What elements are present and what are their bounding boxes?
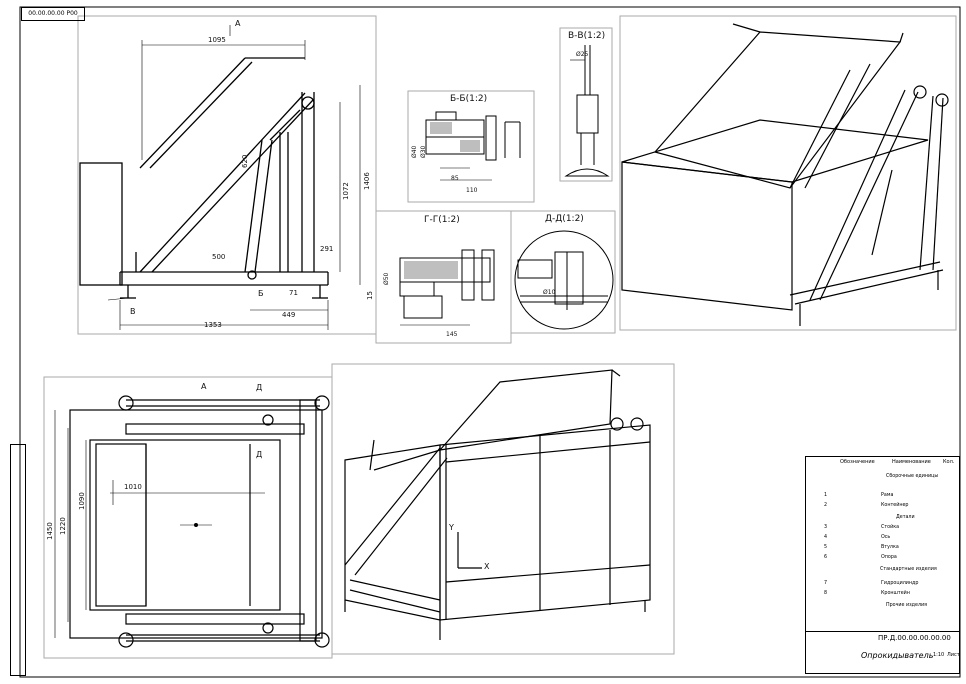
- tb-header-name: Обозначение: [840, 459, 875, 465]
- section-gg-drawing: [399, 249, 495, 326]
- mark-b: Б: [258, 289, 264, 298]
- tb-row-pos: 5: [824, 545, 828, 550]
- tb-row-pos: 6: [824, 555, 828, 560]
- section-mark-a: A: [235, 19, 241, 28]
- plan-dim-inner: 1010: [124, 483, 142, 491]
- dim-base-right: 449: [282, 311, 296, 319]
- section-gg-w1: 145: [446, 331, 458, 338]
- drawing-title: Опрокидыватель: [861, 651, 934, 660]
- section-bb-w2: 110: [466, 187, 478, 194]
- section-vv-title: В-В(1:2): [568, 31, 606, 41]
- plan-dim-left-mid: 1220: [59, 517, 67, 535]
- tb-section-other: Прочие изделия: [886, 603, 928, 608]
- plan-dim-left-inner: 1090: [78, 492, 86, 510]
- tb-row-desc: Контейнер: [881, 503, 909, 508]
- mark-v: В: [130, 307, 136, 316]
- dim-bottom: 1353: [204, 321, 222, 329]
- section-bb-w1: 85: [451, 175, 459, 182]
- tb-row-desc: Стойка: [881, 525, 900, 530]
- plan-view-dims: [54, 410, 265, 638]
- side-view: [79, 57, 329, 299]
- section-dd-drawing: [514, 230, 614, 330]
- tb-section-assembly: Сборочные единицы: [886, 474, 939, 479]
- dim-mid: 500: [212, 253, 226, 261]
- tb-sheet: Лист: [947, 652, 960, 658]
- section-bb-d2: Ø30: [420, 145, 427, 158]
- section-gg-d1: Ø50: [383, 272, 390, 285]
- dim-small-c: 15: [366, 291, 374, 300]
- isometric-view: [621, 23, 949, 326]
- tb-scale: 1:10: [933, 652, 945, 658]
- dim-small-b: 71: [289, 289, 298, 297]
- tb-header-qty: Кол.: [943, 459, 955, 465]
- tb-row-desc: Рама: [881, 493, 894, 498]
- drawing-code: ПР.Д.00.00.00.00.00: [878, 634, 951, 642]
- section-bb-d1: Ø40: [411, 145, 418, 158]
- section-bb-drawing: [425, 111, 521, 181]
- tb-row-pos: 2: [824, 503, 828, 508]
- axis-x: X: [484, 562, 490, 571]
- dim-top: 1095: [208, 36, 226, 44]
- tb-row-desc: Кронштейн: [881, 591, 910, 596]
- top-stamp: 00.00.00.00 Р00: [21, 7, 85, 21]
- tb-row-pos: 8: [824, 591, 828, 596]
- tb-row-pos: 4: [824, 535, 828, 540]
- plan-dim-left-outer: 1450: [46, 522, 54, 540]
- dim-diag: 620: [241, 154, 249, 168]
- tb-row-pos: 7: [824, 581, 828, 586]
- axis-y: Y: [449, 523, 454, 532]
- tb-row-pos: 3: [824, 525, 828, 530]
- section-vv-d1: Ø25: [576, 51, 589, 58]
- tb-header-desc: Наименование: [892, 459, 931, 465]
- plan-mark-d-mid: Д: [256, 450, 263, 459]
- plan-view: [69, 395, 330, 648]
- tb-row-desc: Ось: [881, 535, 891, 540]
- title-block-bottom: ПР.Д.00.00.00.00.00 Опрокидыватель 1:10 …: [805, 631, 960, 674]
- section-dd-title: Д-Д(1:2): [545, 214, 584, 224]
- tb-section-std: Стандартные изделия: [880, 567, 937, 572]
- section-dd-d1: Ø10: [543, 289, 556, 296]
- dim-right-tall: 1406: [363, 172, 371, 190]
- side-view-dims: [107, 25, 361, 330]
- section-vv-drawing: [564, 45, 610, 177]
- sheet-frame: [19, 6, 961, 678]
- section-gg-title: Г-Г(1:2): [424, 215, 460, 225]
- plan-mark-d-top: Д: [256, 383, 263, 392]
- main-view-frame: [77, 15, 377, 335]
- plan-mark-a: A: [201, 382, 207, 391]
- side-column: [10, 444, 26, 676]
- dim-right-inner: 1072: [342, 182, 350, 200]
- tb-section-parts: Детали: [896, 515, 915, 520]
- section-bb-title: Б-Б(1:2): [450, 94, 488, 104]
- tb-row-desc: Втулка: [881, 545, 899, 550]
- tb-row-desc: Опора: [881, 555, 897, 560]
- tb-row-desc: Гидроцилиндр: [881, 581, 919, 586]
- dim-small-a: 291: [320, 245, 334, 253]
- bottom-isometric-view: [344, 369, 651, 640]
- tb-row-pos: 1: [824, 493, 828, 498]
